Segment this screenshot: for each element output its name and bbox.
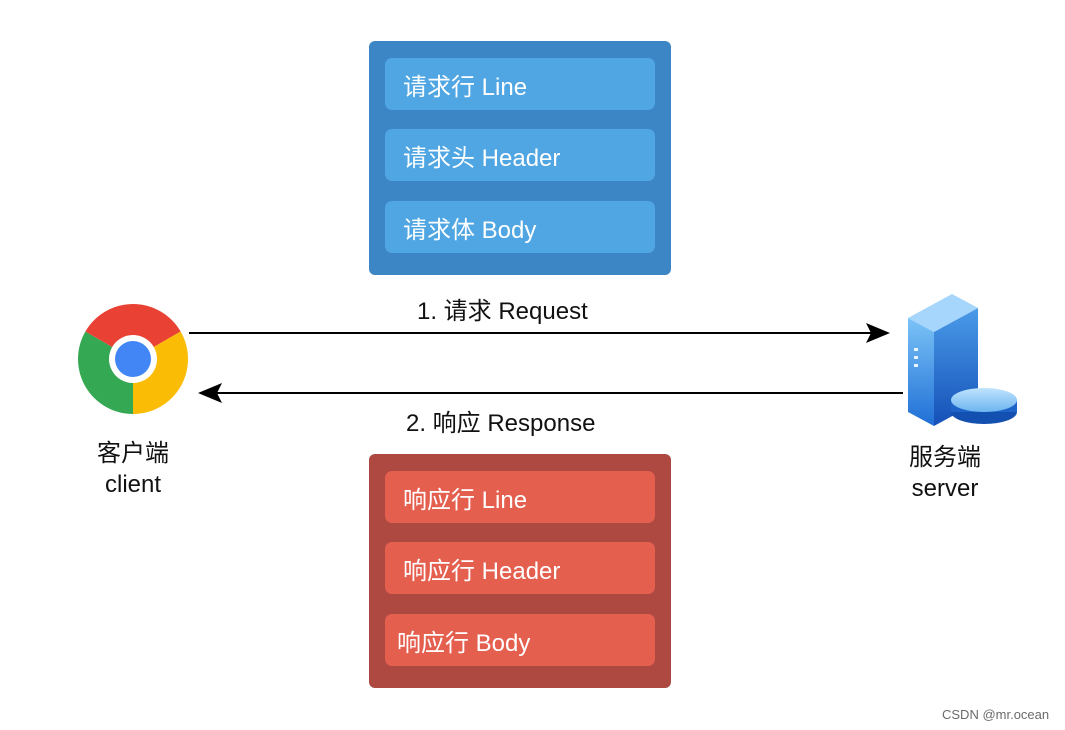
response-body-label: 响应行 Body [397, 629, 531, 657]
client-label: 客户端 client [78, 438, 188, 500]
server-name-cn: 服务端 [909, 444, 981, 471]
request-message-group: 请求行 Line 请求头 Header 请求体 Body [369, 41, 671, 275]
response-line-label: 响应行 Line [403, 486, 528, 514]
response-message-group: 响应行 Line 响应行 Header 响应行 Body [369, 454, 671, 688]
chrome-browser-icon [78, 304, 188, 414]
response-arrow-label: 2. 响应 Response [406, 410, 596, 437]
request-body-label: 请求体 Body [403, 216, 537, 244]
client-name-en: client [104, 471, 162, 498]
request-line-box: 请求行 Line [385, 58, 655, 110]
response-arrow [198, 383, 903, 403]
request-arrow [189, 323, 890, 343]
client-name-cn: 客户端 [97, 440, 169, 467]
request-line-label: 请求行 Line [403, 73, 528, 101]
response-line-box: 响应行 Line [385, 471, 655, 523]
request-header-label: 请求头 Header [403, 144, 561, 172]
request-body-box: 请求体 Body [385, 201, 655, 253]
response-header-box: 响应行 Header [385, 542, 655, 594]
response-body-box: 响应行 Body [385, 614, 655, 666]
response-header-label: 响应行 Header [403, 557, 561, 585]
watermark: CSDN @mr.ocean [942, 707, 1050, 722]
server-label: 服务端 server [890, 442, 1000, 504]
server-icon [908, 294, 1017, 426]
server-name-en: server [911, 475, 979, 502]
request-header-box: 请求头 Header [385, 129, 655, 181]
request-arrow-label: 1. 请求 Request [417, 298, 588, 325]
